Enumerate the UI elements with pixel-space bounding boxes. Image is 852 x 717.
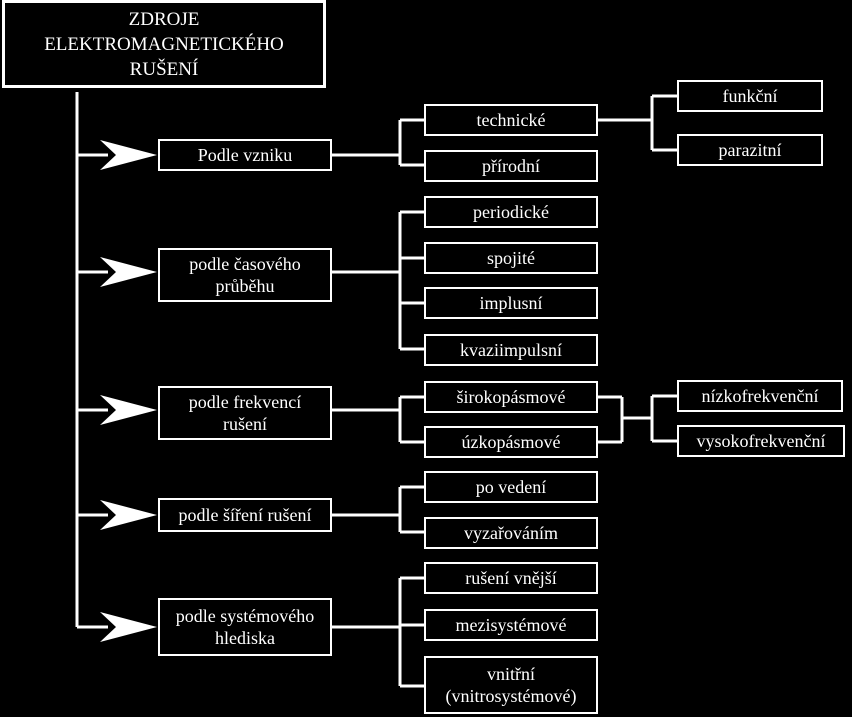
leaf-node-prirodni: přírodní: [424, 150, 598, 182]
category-node-sireni: podle šíření rušení: [158, 498, 332, 532]
leaf-node-parazitni: parazitní: [677, 134, 823, 166]
leaf-node-nizkofrekvencni: nízkofrekvenční: [677, 380, 843, 412]
leaf-node-implusni: implusní: [424, 287, 598, 319]
arrow-icon: [100, 395, 157, 425]
leaf-node-uzkopasmove: úzkopásmové: [424, 426, 598, 458]
arrow-icon: [100, 140, 157, 170]
leaf-node-mezisystemove: mezisystémové: [424, 609, 598, 641]
fork-line-3: [332, 395, 424, 444]
fork-line-4: [332, 485, 424, 534]
fork-line-1: [332, 118, 424, 167]
arrow-icon: [100, 500, 157, 530]
category-node-casovy-prubeh: podle časového průběhu: [158, 248, 332, 302]
leaf-node-funkcni: funkční: [677, 80, 823, 112]
leaf-node-periodicke: periodické: [424, 196, 598, 228]
category-node-frekvence: podle frekvencí rušení: [158, 386, 332, 440]
fork-line-technicke: [598, 94, 677, 152]
fork-line-frekvence: [598, 394, 677, 444]
leaf-node-technicke: technické: [424, 104, 598, 136]
root-node: ZDROJE ELEKTROMAGNETICKÉHO RUŠENÍ: [2, 0, 326, 88]
leaf-node-kvaziimpulsni: kvaziimpulsní: [424, 334, 598, 366]
fork-line-5: [332, 576, 424, 688]
category-node-vznik: Podle vzniku: [158, 139, 332, 171]
leaf-node-po-vedeni: po vedení: [424, 471, 598, 503]
leaf-node-sirokopasmove: širokopásmové: [424, 381, 598, 413]
arrow-icon: [100, 257, 157, 287]
leaf-node-ruseni-vnejsi: rušení vnější: [424, 562, 598, 594]
arrow-icon: [100, 612, 157, 642]
leaf-node-vyzarovanim: vyzařováním: [424, 517, 598, 549]
leaf-node-vysokofrekvencni: vysokofrekvenční: [677, 425, 845, 457]
leaf-node-spojite: spojité: [424, 242, 598, 274]
leaf-node-vnitrni: vnitřní (vnitrosystémové): [424, 656, 598, 714]
fork-line-2: [332, 210, 424, 351]
category-node-systemove-hledisko: podle systémového hlediska: [158, 598, 332, 656]
